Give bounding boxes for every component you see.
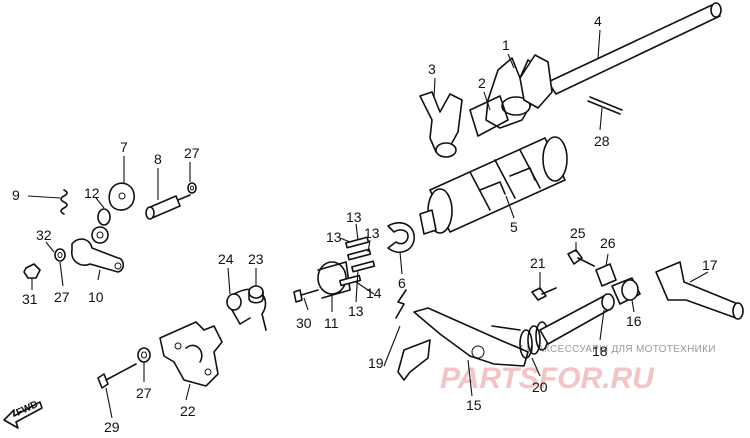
label-part-18: 18 [592, 343, 608, 359]
label-part-27-left: 27 [54, 289, 70, 305]
drum-pins [345, 236, 376, 273]
stopper-bolt [145, 194, 191, 220]
spindle-return-spring [491, 321, 549, 359]
label-part-31: 31 [22, 291, 38, 307]
label-part-13-left: 13 [326, 229, 342, 245]
collar [97, 208, 111, 226]
drum-center [317, 261, 351, 299]
label-part-8: 8 [154, 151, 162, 167]
leader-lines [27, 29, 709, 419]
pin [587, 96, 623, 115]
label-part-2: 2 [478, 75, 486, 91]
spring-collar [248, 285, 264, 304]
center-bolt [293, 289, 319, 303]
label-part-27-bottom: 27 [136, 385, 152, 401]
label-part-10: 10 [88, 289, 104, 305]
washer-bottom [137, 347, 151, 363]
return-spring-small [60, 189, 68, 215]
label-part-11: 11 [324, 315, 339, 331]
label-part-4: 4 [594, 13, 602, 29]
arm-bolt [567, 249, 595, 267]
label-part-25: 25 [570, 225, 586, 241]
shift-fork-right [519, 54, 553, 109]
spindle-bolt [531, 287, 557, 301]
label-part-29: 29 [104, 419, 120, 435]
label-part-30: 30 [296, 315, 312, 331]
label-part-1: 1 [502, 37, 510, 53]
washer-left [54, 248, 66, 262]
label-part-19: 19 [368, 355, 384, 371]
label-part-13-bottom: 13 [348, 303, 364, 319]
label-part-7: 7 [120, 139, 128, 155]
shift-fork-left [419, 91, 463, 158]
guide-plate [159, 321, 223, 387]
label-part-24: 24 [218, 251, 234, 267]
label-part-28: 28 [594, 133, 610, 149]
label-part-22: 22 [180, 403, 196, 419]
label-part-5: 5 [510, 219, 518, 235]
label-part-16: 16 [626, 313, 642, 329]
gearshift-spindle-arm [397, 307, 529, 381]
dowel [339, 274, 362, 287]
drum-stopper-plate [387, 222, 415, 253]
label-part-26: 26 [600, 235, 616, 251]
watermark-tagline: ЗАПЧАСТИ И АКСЕССУАРЫ ДЛЯ МОТОТЕХНИКИ [468, 344, 716, 355]
label-part-13-right: 13 [364, 225, 380, 241]
label-part-32: 32 [36, 227, 52, 243]
stopper-arm-plate [108, 182, 135, 211]
fwd-arrow: FWD [3, 399, 43, 429]
label-part-23: 23 [248, 251, 264, 267]
watermark-logo: PARTSFOR.RU [440, 362, 655, 395]
washer-top [187, 182, 197, 194]
shift-fork-shaft [547, 2, 722, 95]
spindle-collar [611, 277, 641, 305]
label-part-21: 21 [530, 255, 546, 271]
label-part-12: 12 [84, 185, 100, 201]
label-part-20: 20 [532, 379, 548, 395]
shift-pedal-shaft [655, 261, 744, 320]
label-part-13-top: 13 [346, 209, 362, 225]
label-part-15: 15 [466, 397, 482, 413]
guide-bolt [97, 363, 137, 389]
shift-arm [595, 263, 617, 287]
gearshift-spindle [539, 293, 615, 345]
nut [23, 263, 41, 279]
stopper-arm [71, 226, 125, 273]
label-part-14: 14 [366, 285, 382, 301]
label-part-27-top: 27 [184, 145, 200, 161]
label-part-3: 3 [428, 61, 436, 77]
spring-pin [395, 289, 407, 319]
label-part-17: 17 [702, 257, 718, 273]
shift-drum [419, 136, 568, 235]
label-part-9: 9 [12, 187, 20, 203]
label-part-6: 6 [398, 275, 406, 291]
